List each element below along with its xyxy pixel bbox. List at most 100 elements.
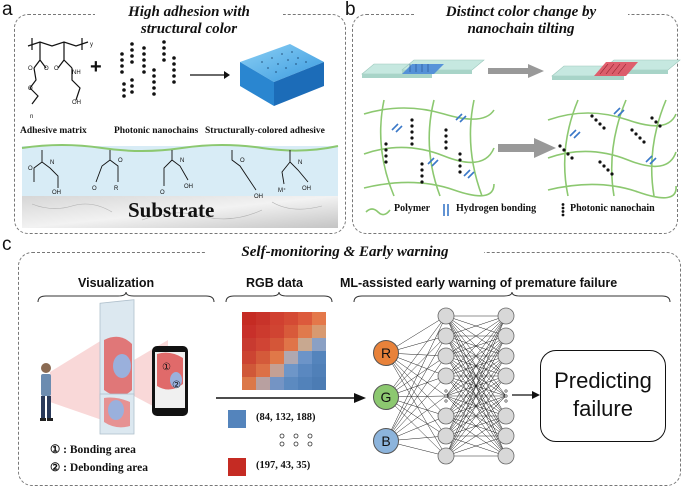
polymer-legend-icon (365, 208, 391, 216)
ml-brace (353, 291, 671, 303)
nn-hidden-node (437, 307, 455, 325)
panel-c-title: Self-monitoring & Early warning (206, 244, 484, 261)
nn-connection (385, 352, 447, 457)
svg-text:n: n (30, 114, 33, 120)
polymer-network-aligned (363, 99, 495, 197)
nn-hidden-node (437, 327, 455, 345)
nn-hidden-node (497, 327, 515, 345)
legend-photonic-nanochain: Photonic nanochain (570, 203, 655, 214)
label-photonic-nanochains: Photonic nanochains (114, 126, 199, 136)
nn-connection (385, 335, 447, 398)
label-structurally-colored-adhesive: Structurally-colored adhesive (205, 126, 325, 136)
nn-hidden-node (497, 307, 515, 325)
nn-connection (445, 315, 507, 337)
rgb-brace (225, 291, 333, 303)
nn-connection (385, 315, 447, 398)
lap-shear-slides (361, 59, 681, 80)
svg-text:OH: OH (72, 100, 81, 106)
nn-connection (445, 315, 507, 397)
panel-b-title-line1: Distinct color change by (445, 4, 597, 20)
visualization-brace (37, 291, 215, 303)
panel-b-title-line2: nanochain tilting (467, 21, 575, 37)
photonic-nanochains-icon (120, 40, 176, 98)
panel-a-letter: a (2, 0, 13, 20)
input-node-g: G (373, 384, 399, 410)
nn-connection (445, 315, 507, 377)
nanochain-legend-icon (561, 203, 565, 217)
structurally-colored-adhesive-block (240, 44, 324, 106)
nn-connection (385, 355, 447, 442)
svg-text:N: N (50, 160, 54, 166)
nn-connection (445, 375, 507, 457)
bonding-marker: ① (162, 362, 171, 373)
nn-connection (445, 315, 507, 357)
nn-connection (385, 375, 447, 442)
panel-a-title: High adhesion with structural color (95, 4, 283, 38)
nn-hidden-node (497, 367, 515, 385)
substrate-label: Substrate (128, 198, 215, 222)
nn-connection (385, 315, 447, 442)
nn-connection (385, 396, 447, 457)
svg-text:M⁺: M⁺ (278, 187, 286, 194)
nn-connection (445, 435, 507, 457)
hydrogen-bond-legend-icon (443, 204, 449, 216)
nn-hidden-node (497, 427, 515, 445)
plus-sign: + (90, 56, 102, 78)
svg-text:O: O (28, 166, 33, 172)
nn-ellipsis-dot (444, 394, 448, 398)
nn-connection (385, 352, 447, 417)
rgb-data-heading: RGB data (246, 276, 303, 290)
nn-ellipsis-dot (444, 399, 448, 403)
arrow-right-icon (190, 71, 230, 79)
nn-ellipsis-dot (504, 394, 508, 398)
legend-polymer: Polymer (394, 203, 431, 214)
panel-b-letter: b (345, 0, 356, 20)
nn-hidden-node (497, 447, 515, 465)
arrow-right-icon (488, 64, 544, 78)
panel-c-letter: c (2, 234, 12, 255)
nn-connection (445, 415, 507, 457)
ml-heading: ML-assisted early warning of premature f… (340, 276, 618, 290)
nn-connection (445, 395, 507, 457)
arrow-right-icon (216, 393, 366, 403)
input-node-r: R (373, 340, 399, 366)
visualization-scene (40, 299, 188, 435)
nn-connection (445, 315, 507, 437)
arrow-right-icon (512, 391, 540, 399)
nn-connection (385, 335, 447, 442)
svg-text:OH: OH (184, 184, 193, 190)
svg-text:OH: OH (254, 194, 263, 200)
svg-text:NH: NH (72, 70, 81, 76)
nn-hidden-node (497, 407, 515, 425)
debonding-marker: ② (172, 380, 181, 391)
nn-connection (445, 335, 507, 457)
legend-hydrogen-bonding: Hydrogen bonding (456, 203, 537, 214)
input-node-b: B (373, 428, 399, 454)
nn-connection (445, 315, 507, 457)
rgb-blue-value: (84, 132, 188) (256, 412, 316, 423)
panel-a-title-line2: structural color (140, 21, 238, 37)
nn-hidden-node (437, 407, 455, 425)
blue-color-swatch (228, 410, 246, 428)
rgb-red-value: (197, 43, 35) (256, 460, 311, 471)
rgb-heatmap-grid (242, 312, 326, 390)
svg-text:N: N (180, 158, 184, 164)
nn-ellipsis-dot (504, 399, 508, 403)
nn-hidden-node (437, 367, 455, 385)
predict-line2: failure (573, 396, 633, 421)
ellipsis-icon (279, 433, 313, 447)
nn-connection (445, 315, 507, 417)
svg-text:O: O (92, 186, 97, 192)
arrow-right-icon (498, 138, 556, 158)
nn-hidden-node (437, 427, 455, 445)
svg-text:R: R (114, 186, 119, 192)
svg-text:y: y (90, 42, 93, 48)
svg-text:O: O (54, 66, 59, 72)
visualization-heading: Visualization (78, 276, 155, 290)
svg-text:O: O (28, 86, 33, 92)
bonding-area-label: ① : Bonding area (50, 444, 136, 456)
panel-a-title-line1: High adhesion with (128, 4, 250, 20)
nn-hidden-node (497, 347, 515, 365)
nn-ellipsis-dot (444, 389, 448, 393)
svg-text:O: O (44, 66, 49, 72)
